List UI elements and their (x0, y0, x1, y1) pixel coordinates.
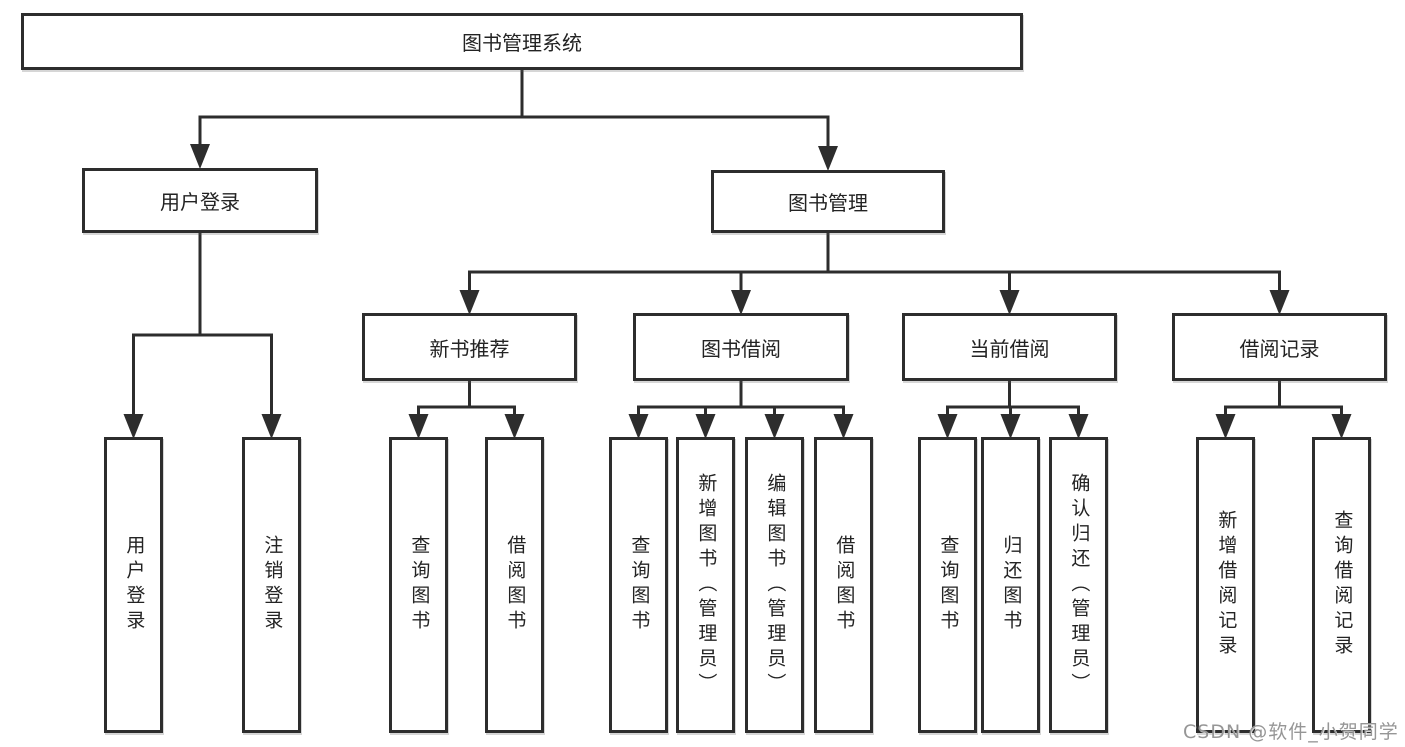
leaf-edit-books-admin: 编辑图书（管理员） (745, 437, 804, 733)
leaf-label: 用户登录 (123, 535, 146, 635)
node-book-management: 图书管理 (711, 170, 945, 233)
node-new-book-recommend: 新书推荐 (362, 313, 577, 381)
node-borrow-records: 借阅记录 (1172, 313, 1387, 381)
leaf-query-borrow-record: 查询借阅记录 (1312, 437, 1371, 733)
node-library-system: 图书管理系统 (21, 13, 1023, 70)
leaf-label: 查询图书 (937, 535, 960, 635)
leaf-label: 归还图书 (1000, 535, 1023, 635)
leaf-query-books-current: 查询图书 (918, 437, 977, 733)
leaf-label: 查询图书 (408, 535, 431, 635)
leaf-query-books-borrow: 查询图书 (609, 437, 668, 733)
leaf-label: 新增借阅记录 (1215, 510, 1238, 660)
leaf-add-books-admin: 新增图书（管理员） (676, 437, 735, 733)
leaf-label: 注销登录 (261, 535, 284, 635)
leaf-label: 借阅图书 (833, 535, 856, 635)
leaf-label: 确认归还（管理员） (1068, 472, 1091, 698)
leaf-user-login: 用户登录 (104, 437, 163, 733)
leaf-borrow-books-recommend: 借阅图书 (485, 437, 544, 733)
leaf-label: 查询借阅记录 (1331, 510, 1354, 660)
leaf-return-books: 归还图书 (981, 437, 1040, 733)
leaf-query-books-recommend: 查询图书 (389, 437, 448, 733)
node-user-login: 用户登录 (82, 168, 318, 233)
leaf-borrow-books: 借阅图书 (814, 437, 873, 733)
leaf-logout-login: 注销登录 (242, 437, 301, 733)
leaf-confirm-return-admin: 确认归还（管理员） (1049, 437, 1108, 733)
leaf-add-borrow-record: 新增借阅记录 (1196, 437, 1255, 733)
leaf-label: 新增图书（管理员） (695, 472, 718, 698)
leaf-label: 借阅图书 (504, 535, 527, 635)
node-current-borrow: 当前借阅 (902, 313, 1117, 381)
leaf-label: 编辑图书（管理员） (764, 472, 787, 698)
csdn-watermark: CSDN @软件_小贺同学 (1183, 721, 1399, 743)
leaf-label: 查询图书 (628, 535, 651, 635)
node-book-borrow: 图书借阅 (633, 313, 849, 381)
arrowheads (123, 144, 1352, 439)
